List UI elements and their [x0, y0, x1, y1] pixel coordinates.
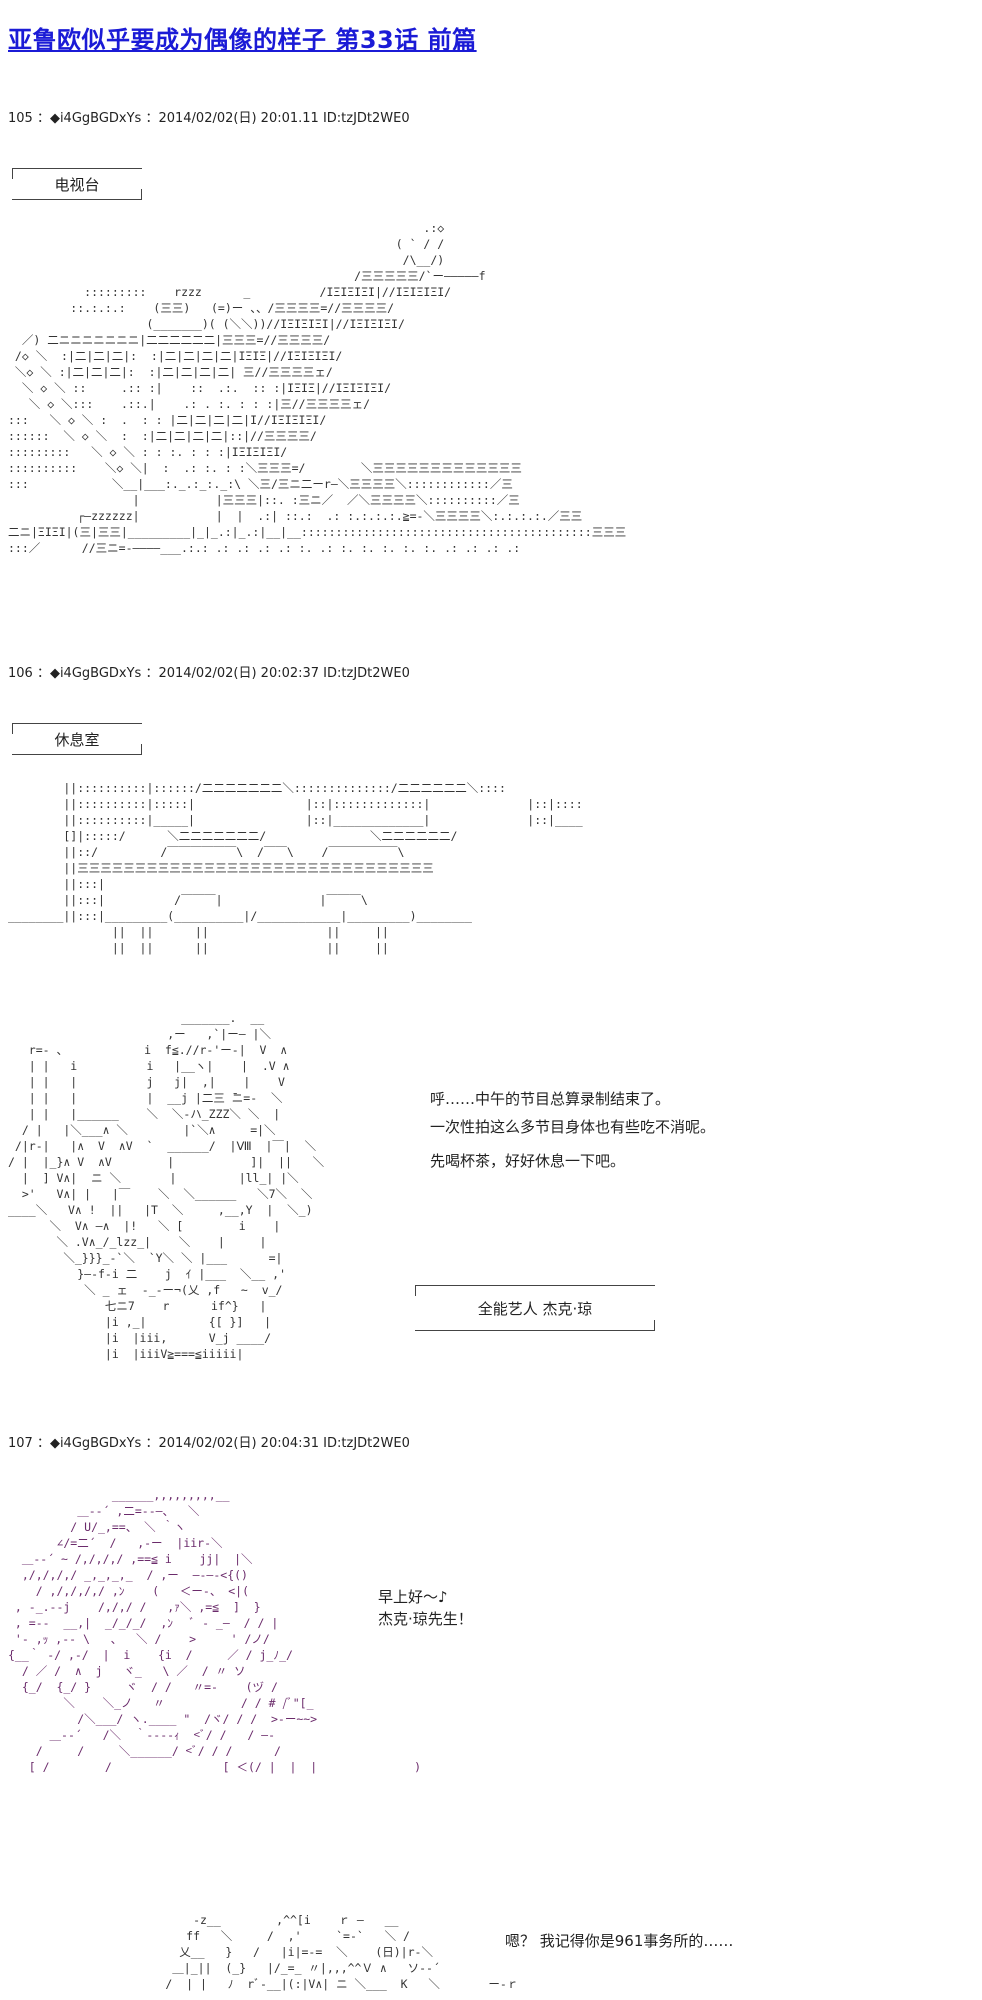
bottom-art: -z__ ,^^[i ｒ ― __ ff ＼ / ,' `=-` ＼ / 乂__… [165, 1913, 519, 1991]
dialogue-line: 一次性拍这么多节目身体也有些吃不消呢。 [430, 1118, 716, 1136]
post-header-105: 105 ：◆i4GgBGDxYs ：2014/02/02(日) 20:01.11… [8, 111, 410, 126]
post-header-106: 106 ：◆i4GgBGDxYs ：2014/02/02(日) 20:02:37… [8, 666, 410, 681]
post-header-107: 107 ：◆i4GgBGDxYs ：2014/02/02(日) 20:04:31… [8, 1436, 410, 1451]
dialogue-line: 早上好～♪ [378, 1588, 448, 1606]
dialogue-line: 呼……中午的节目总算录制结束了。 [430, 1090, 671, 1108]
scene-label-tv-station: 电视台 [12, 168, 142, 200]
dialogue-block-107a: 早上好～♪ 杰克·琼先生！ [378, 1586, 473, 1630]
page-title[interactable]: 亚鲁欧似乎要成为偶像的样子 第33话 前篇 [8, 26, 477, 54]
dialogue-block-107b: 嗯？ 我记得你是961事务所的…… [505, 1927, 733, 1955]
dialogue-line: 嗯？ 我记得你是961事务所的…… [505, 1932, 734, 1950]
dialogue-line: 杰克·琼先生！ [378, 1610, 473, 1628]
tv-station-art: .:◇ ( ` / / /\__/) /三三三三三/`ー―――――f [8, 221, 627, 555]
character-art: _______. __ ,ー ,`|ー― |＼ r=- 、 i f≦.//r‐'… [8, 1011, 325, 1361]
character-tag: 全能艺人 杰克·琼 [415, 1285, 655, 1331]
face-art: ______,,,,,,,,,__ ＿-‐´ ,二=‐-―、 ＼ / U/_,=… [8, 1488, 422, 1774]
dialogue-block-106: 呼……中午的节目总算录制结束了。 一次性拍这么多节目身体也有些吃不消呢。 先喝杯… [430, 1085, 715, 1175]
scene-label-lounge: 休息室 [12, 723, 142, 755]
dialogue-line: 先喝杯茶，好好休息一下吧。 [430, 1152, 626, 1170]
lounge-art: ||::::::::::|::::::/二二二二二二二＼::::::::::::… [8, 781, 583, 955]
